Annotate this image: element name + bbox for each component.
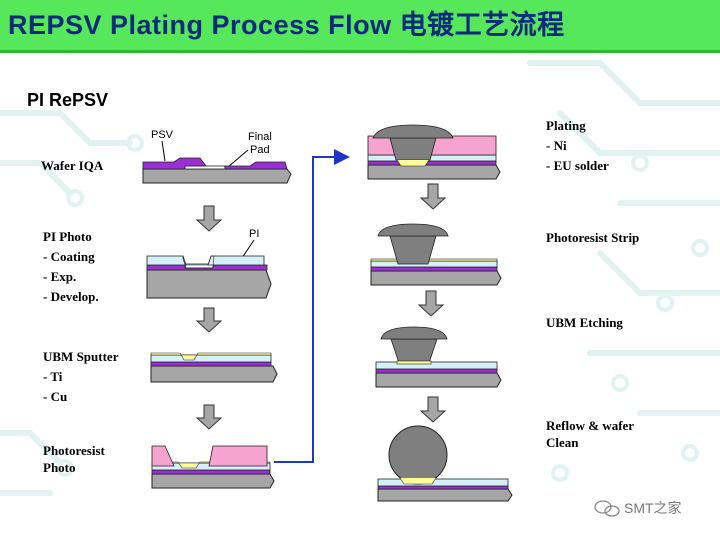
step-title: Plating [546, 118, 586, 133]
step-title: Reflow & wafer [546, 418, 635, 433]
psv-leader [161, 140, 166, 162]
down-arrow-icon [195, 404, 223, 430]
title-bar: REPSV Plating Process Flow 电镀工艺流程 [0, 0, 720, 53]
section-title: PI RePSV [27, 90, 109, 110]
step-title: UBM Sputter [43, 349, 119, 364]
wechat-icon [594, 500, 620, 517]
step-item: Clean [546, 435, 579, 450]
final-pad-callout-line1: Final [248, 131, 272, 143]
connector-arrow-icon [274, 149, 350, 463]
step-reflow-clean: Reflow & wafer Clean [546, 417, 634, 451]
step-item: - Ti [43, 369, 63, 384]
down-arrow-icon [419, 183, 447, 210]
step-ubm-sputter: UBM Sputter - Ti - Cu [43, 347, 118, 407]
photoresist-photo-cross-section [151, 445, 275, 489]
pi-callout: PI [249, 228, 260, 240]
step-photoresist-strip: Photoresist Strip [546, 228, 639, 248]
slide-title: REPSV Plating Process Flow 电镀工艺流程 [8, 10, 565, 40]
step-item: Photo [43, 460, 76, 475]
down-arrow-icon [195, 307, 223, 333]
step-title: Photoresist Strip [546, 230, 640, 245]
step-plating: Plating - Ni - EU solder [546, 116, 609, 176]
step-item: - EU solder [546, 158, 609, 173]
step-title: PI Photo [43, 229, 92, 244]
step-item: - Cu [43, 389, 68, 404]
step-pi-photo: PI Photo - Coating - Exp. - Develop. [43, 227, 99, 307]
plating-cross-section [367, 124, 501, 180]
flow-arrows-right [417, 183, 447, 423]
ubm-sputter-cross-section [150, 352, 278, 383]
pi-photo-cross-section [146, 255, 272, 299]
circuit-background [0, 60, 720, 496]
step-title: UBM Etching [546, 315, 623, 330]
step-item: - Exp. [43, 269, 77, 284]
flow-arrows-left [195, 205, 223, 430]
step-wafer-iqa: Wafer IQA [41, 156, 103, 176]
step-item: - Develop. [43, 289, 99, 304]
step-photoresist-photo: Photoresist Photo [43, 442, 105, 476]
final-pad-callout-line2: Pad [250, 144, 270, 156]
reflow-clean-cross-section [377, 425, 513, 502]
step-ubm-etching: UBM Etching [546, 313, 623, 333]
down-arrow-icon [419, 396, 447, 423]
watermark: SMT之家 [624, 500, 682, 516]
step-item: - Coating [43, 249, 95, 264]
down-arrow-icon [417, 290, 445, 317]
step-item: - Ni [546, 138, 567, 153]
step-title: Photoresist [43, 443, 105, 458]
step-title: Wafer IQA [41, 158, 104, 173]
psv-callout: PSV [151, 129, 174, 141]
down-arrow-icon [195, 205, 223, 232]
photoresist-strip-cross-section [370, 223, 502, 286]
ubm-etching-cross-section [375, 326, 502, 388]
final-pad-leader [227, 149, 249, 168]
wafer-iqa-cross-section [142, 157, 292, 184]
